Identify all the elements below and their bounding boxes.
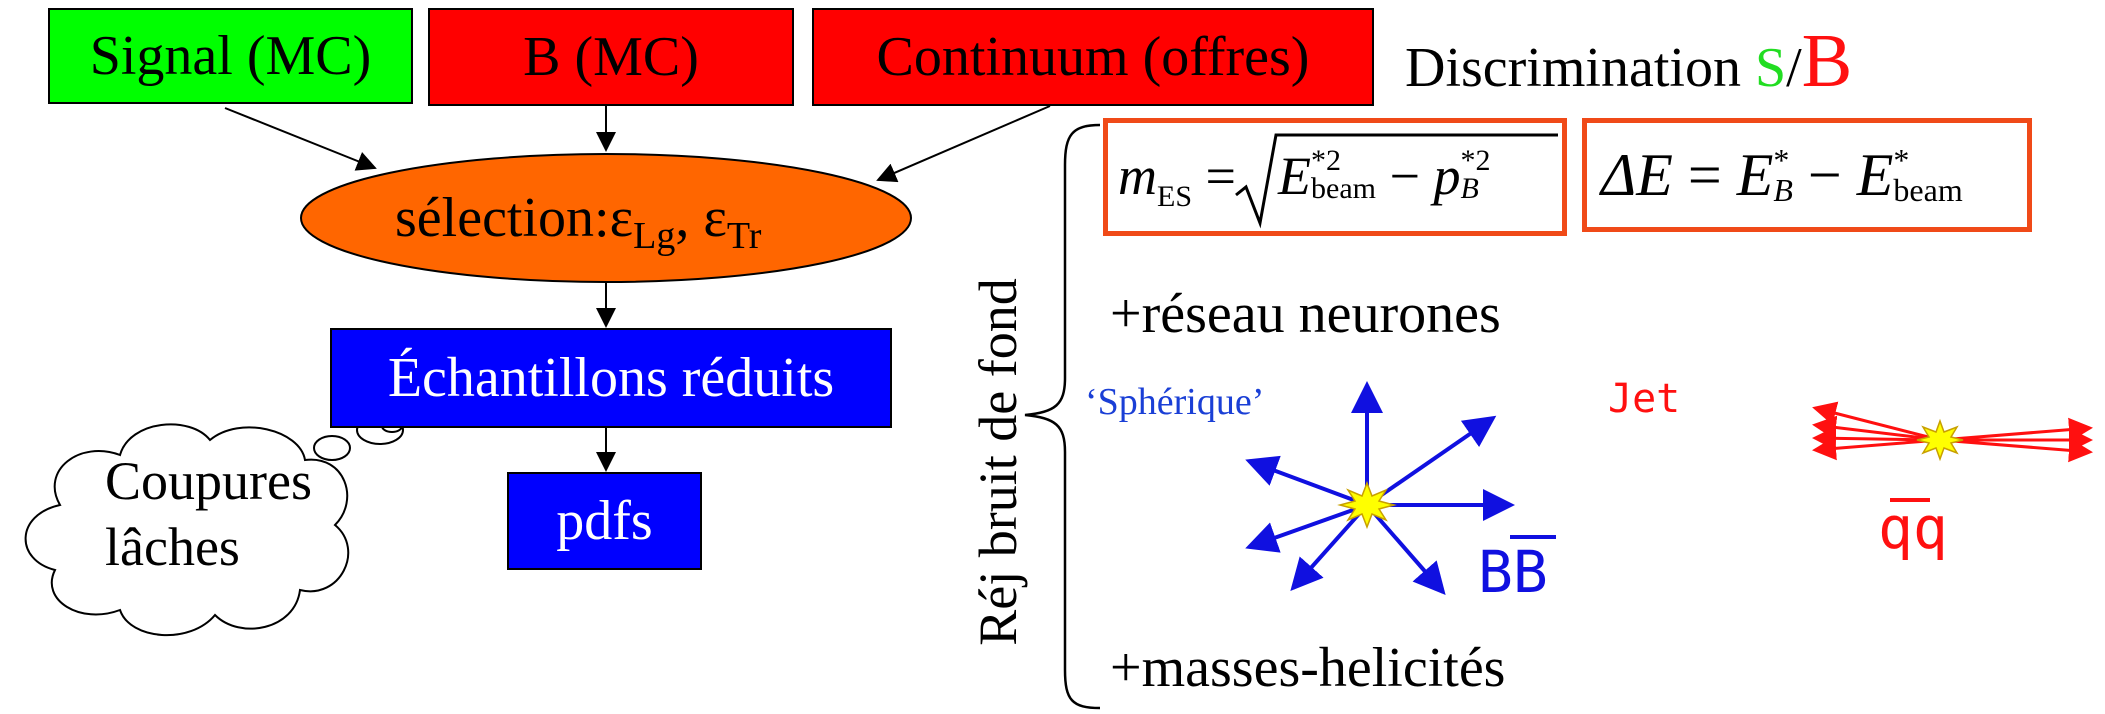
formula-deltae-box: ΔE = E*B − E*beam [1582, 118, 2032, 232]
epsilon-tr-sub: Tr [726, 215, 762, 258]
mes-minus: − [1389, 146, 1420, 206]
selection-label: sélection:εLg, εTr [395, 186, 761, 258]
deltae-minus: − [1807, 142, 1842, 208]
jet-label: Jet [1608, 376, 1681, 422]
mes-p-sup: *2 [1460, 144, 1491, 177]
discrimination-slash: / [1786, 37, 1802, 99]
mes-eq: = [1205, 146, 1236, 206]
spherical-event [1245, 381, 1515, 596]
masses-helicites-text: +masses-helicités [1110, 637, 1506, 699]
selection-sep: , [675, 187, 704, 249]
epsilon-lg: ε [609, 187, 634, 249]
pdfs-box: pdfs [507, 472, 702, 570]
mes-sub: ES [1157, 179, 1193, 213]
cloud-line-1: Coupures [105, 451, 312, 511]
qq-label: qq [1878, 494, 1948, 562]
selection-ellipse [300, 153, 912, 283]
arrow-continuum-to-selection [876, 105, 1051, 183]
deltae-E1-sub: B [1773, 172, 1793, 208]
discrimination-text: Discrimination [1405, 37, 1755, 99]
reduced-samples-box: Échantillons réduits [330, 328, 892, 428]
epsilon-lg-sub: Lg [633, 215, 676, 258]
signal-mc-box: Signal (MC) [48, 8, 413, 104]
mes-p-sub: B [1460, 172, 1479, 205]
sqrt-sign [1235, 133, 1558, 229]
discrimination-title: Discrimination S/B [1405, 18, 1852, 105]
neural-network-text: +réseau neurones [1110, 283, 1501, 345]
deltae-E2-sub: beam [1893, 172, 1963, 208]
deltae-E1: E [1736, 142, 1774, 208]
cloud-line-2: lâches [105, 517, 240, 577]
deltae-E1-sup: * [1773, 142, 1790, 178]
formula-mes: mES = [1118, 145, 1236, 214]
discrimination-s: S [1754, 37, 1787, 99]
b-mc-box: B (MC) [428, 8, 794, 106]
reduced-samples-label: Échantillons réduits [387, 347, 835, 409]
formula-deltae: ΔE = E*B − E*beam [1601, 141, 1963, 210]
jet-star-icon [1916, 418, 1964, 462]
mes-p: p [1433, 146, 1461, 206]
continuum-box: Continuum (offres) [812, 8, 1374, 106]
spherique-label: ‘Sphérique’ [1085, 381, 1265, 423]
continuum-label: Continuum (offres) [876, 26, 1310, 88]
mes-E-sup: *2 [1311, 144, 1341, 177]
arrow-signal-to-selection [224, 107, 377, 171]
mes-E-sub: beam [1311, 172, 1376, 205]
cloud-text: Coupures lâches [105, 448, 312, 580]
deltae-eq: = [1687, 142, 1722, 208]
selection-prefix: sélection: [395, 187, 610, 249]
discrimination-b: B [1801, 19, 1853, 103]
deltae-lhs: ΔE [1601, 142, 1673, 208]
b-mc-label: B (MC) [523, 26, 699, 88]
bb-label: BB [1478, 538, 1548, 606]
signal-mc-label: Signal (MC) [89, 25, 372, 87]
pdfs-label: pdfs [556, 490, 653, 552]
mes-E: E [1278, 146, 1311, 206]
vertical-label: Réj bruit de fond [968, 278, 1028, 646]
deltae-E2-sup: * [1893, 142, 1910, 178]
mes-m: m [1118, 146, 1157, 206]
spherical-star-icon [1337, 480, 1397, 530]
brace [1024, 123, 1101, 710]
deltae-E2: E [1856, 142, 1894, 208]
epsilon-tr: ε [703, 187, 727, 249]
